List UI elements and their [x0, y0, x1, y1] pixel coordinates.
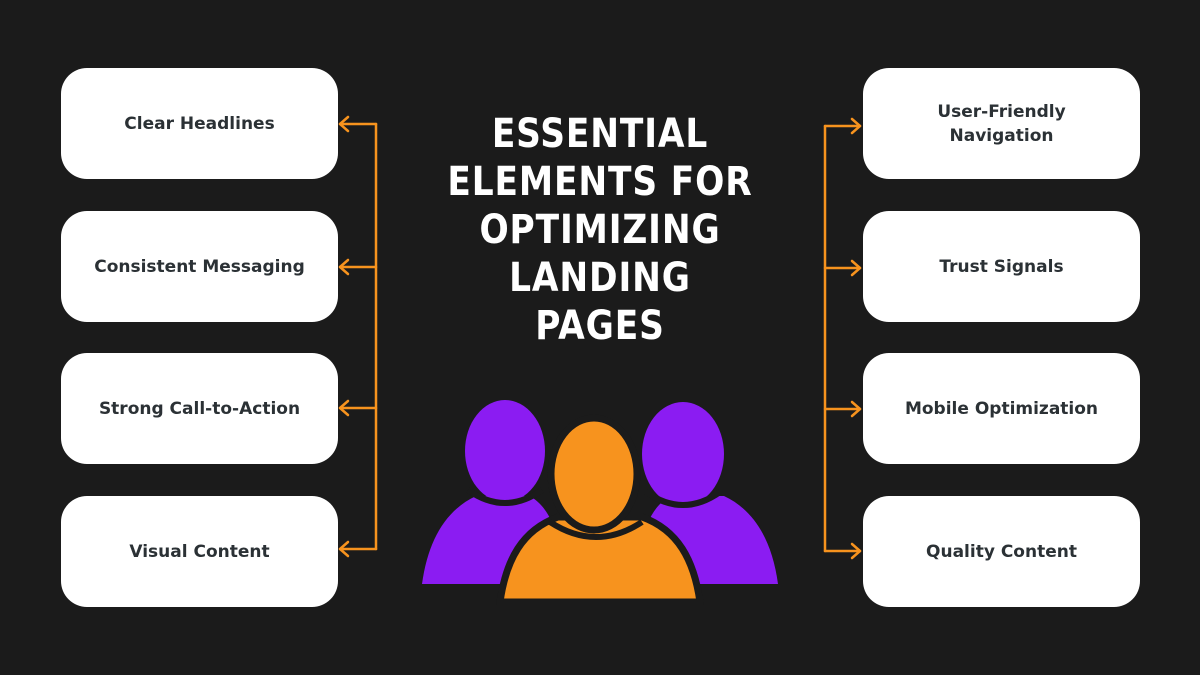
card-strong-call-to-action: Strong Call-to-Action: [61, 353, 338, 464]
card-consistent-messaging: Consistent Messaging: [61, 211, 338, 322]
card-label: Strong Call-to-Action: [98, 398, 301, 419]
title-line-3: OPTIMIZING: [479, 207, 721, 253]
card-mobile-optimization: Mobile Optimization: [863, 353, 1140, 464]
card-clear-headlines: Clear Headlines: [61, 68, 338, 179]
card-label: Visual Content: [129, 541, 270, 562]
card-label: Clear Headlines: [124, 113, 275, 134]
card-label: Quality Content: [926, 541, 1077, 562]
title-line-2: ELEMENTS FOR: [447, 159, 753, 205]
right-connector: [823, 117, 862, 560]
card-user-friendly-navigation: User-Friendly Navigation: [863, 68, 1140, 179]
people-group-icon: [422, 400, 778, 606]
card-visual-content: Visual Content: [61, 496, 338, 607]
title-line-4: LANDING PAGES: [509, 255, 691, 349]
card-label: User-Friendly Navigation: [937, 101, 1066, 146]
card-label: Consistent Messaging: [94, 256, 305, 277]
card-quality-content: Quality Content: [863, 496, 1140, 607]
page-title: ESSENTIAL ELEMENTS FOR OPTIMIZING LANDIN…: [445, 110, 755, 350]
card-trust-signals: Trust Signals: [863, 211, 1140, 322]
card-label: Trust Signals: [939, 256, 1064, 277]
title-line-1: ESSENTIAL: [491, 111, 709, 157]
card-label: Mobile Optimization: [904, 398, 1099, 419]
left-connector: [338, 115, 378, 558]
